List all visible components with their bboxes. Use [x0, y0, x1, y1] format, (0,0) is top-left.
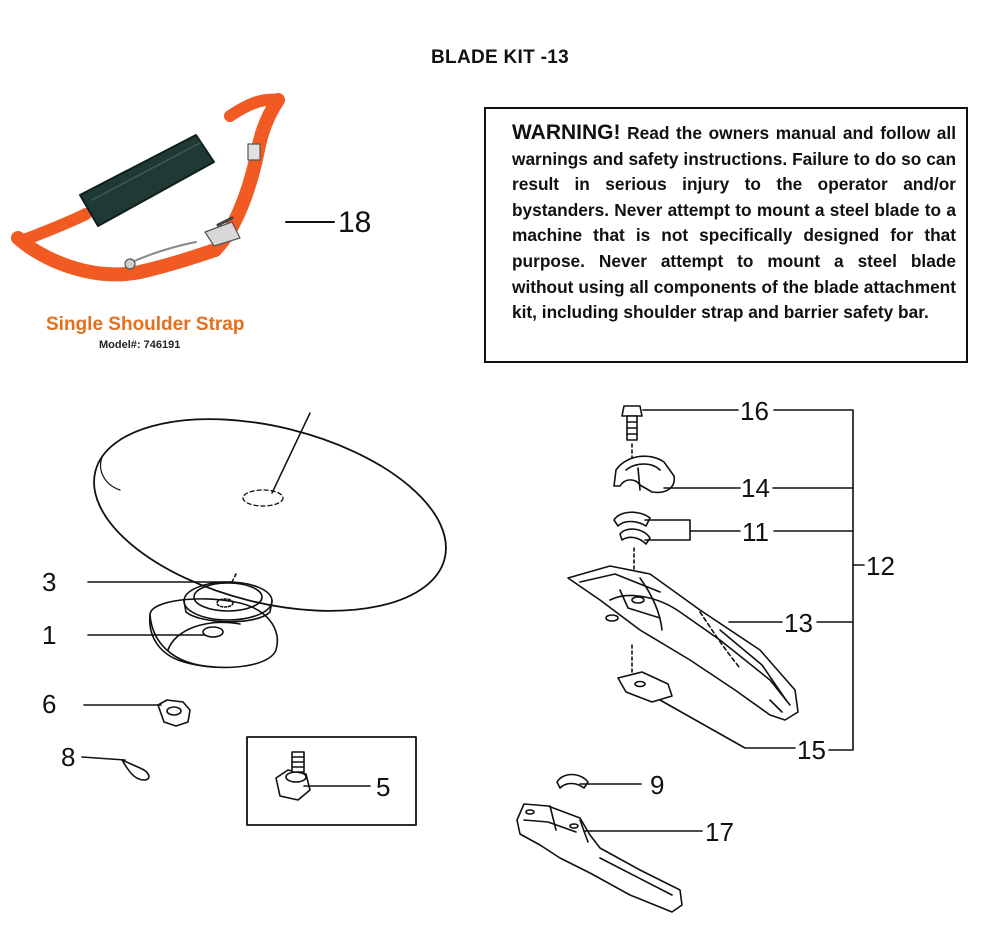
- callout-14: 14: [741, 473, 770, 503]
- leader-11-bracket: [644, 519, 691, 541]
- clip-part-9: [556, 773, 589, 789]
- steel-blade: [93, 412, 447, 612]
- warning-text: WARNING! Read the owners manual and foll…: [512, 120, 956, 326]
- clamp-part-14: [613, 455, 676, 494]
- blade-washer-upper: [183, 573, 273, 623]
- nut-part: [157, 699, 191, 727]
- warning-body: Read the owners manual and follow all wa…: [512, 123, 956, 323]
- callout-3: 3: [42, 567, 56, 597]
- callout-13: 13: [784, 608, 813, 638]
- strap-model-number: Model#: 746191: [99, 339, 181, 351]
- callout-17: 17: [705, 817, 734, 847]
- leader-15: [659, 699, 796, 749]
- screw-part-16: [621, 405, 643, 461]
- strap-caption: Single Shoulder Strap: [46, 314, 245, 335]
- leader-12-bracket: [773, 409, 854, 751]
- barrier-guard-13: [567, 565, 799, 721]
- callout-5: 5: [376, 772, 390, 802]
- callout-6: 6: [42, 689, 56, 719]
- page-title: BLADE KIT -13: [431, 47, 569, 68]
- callout-12: 12: [866, 551, 895, 581]
- bolt-kit-box: [246, 736, 417, 826]
- warning-heading: WARNING!: [512, 121, 621, 144]
- warning-box: WARNING! Read the owners manual and foll…: [484, 107, 968, 363]
- callout-8: 8: [61, 742, 75, 772]
- callout-15: 15: [797, 735, 826, 765]
- callout-1: 1: [42, 620, 56, 650]
- blade-support-cup: [149, 598, 279, 669]
- cotter-pin-part: [121, 759, 150, 781]
- callout-16: 16: [740, 396, 769, 426]
- shoulder-strap-illustration: [11, 93, 285, 282]
- leader-8: [81, 756, 126, 761]
- support-bar-17: [516, 803, 683, 913]
- callout-11: 11: [742, 517, 769, 547]
- callout-18: 18: [338, 206, 371, 239]
- bracket-part-15: [617, 644, 673, 703]
- callout-9: 9: [650, 770, 664, 800]
- clip-part-11: [613, 511, 651, 576]
